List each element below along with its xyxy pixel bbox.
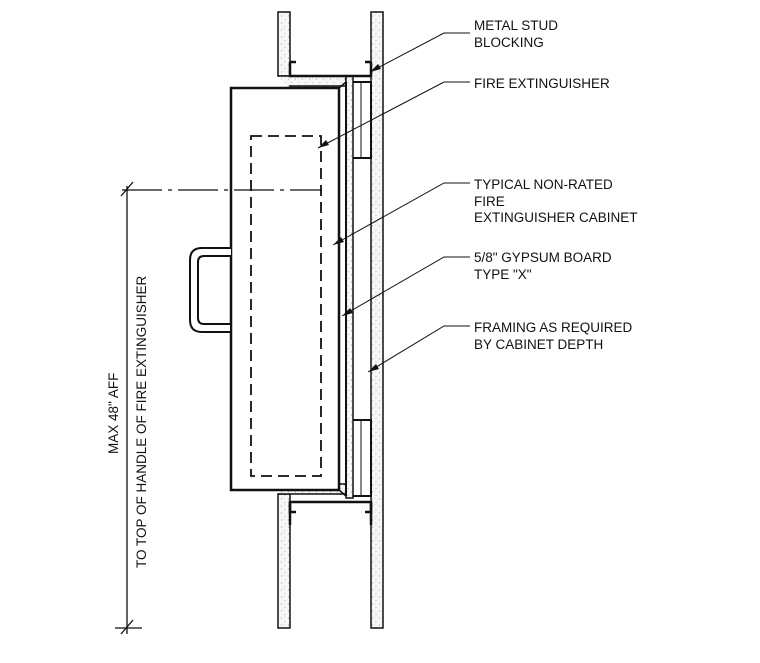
label-metal-stud-blocking: METAL STUD BLOCKING (474, 18, 562, 50)
fire-extinguisher-cabinet (229, 81, 347, 497)
dimension-line (115, 181, 142, 635)
right-gypsum-board (370, 11, 384, 629)
dimension-label-line2: TO TOP OF HANDLE OF FIRE EXTINGUISHER (134, 275, 149, 568)
label-framing: FRAMING AS REQUIRED BY CABINET DEPTH (474, 320, 636, 352)
label-gypsum-board: 5/8" GYPSUM BOARD TYPE "X" (474, 250, 615, 282)
label-fire-extinguisher: FIRE EXTINGUISHER (474, 76, 610, 91)
cabinet-door-handle (189, 247, 232, 333)
framing-studs (353, 81, 372, 497)
fire-extinguisher-outline (250, 135, 322, 477)
metal-stud-blocking (288, 60, 373, 525)
label-cabinet: TYPICAL NON-RATED FIRE EXTINGUISHER CABI… (474, 177, 638, 225)
leader-lines (317, 32, 470, 373)
leader-arrows (318, 64, 381, 372)
dimension-label-line1: MAX 48" AFF (106, 373, 121, 454)
